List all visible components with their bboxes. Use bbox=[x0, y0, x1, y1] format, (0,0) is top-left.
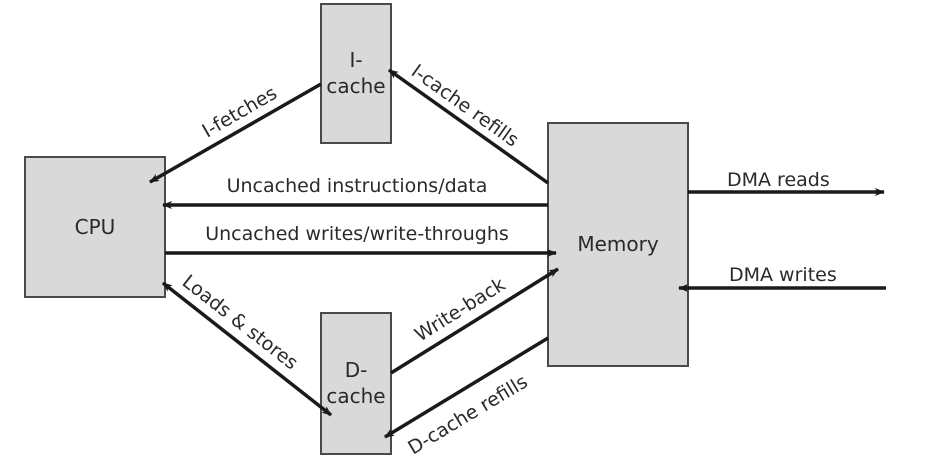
dcache-label-line2: cache bbox=[326, 384, 385, 408]
loads-stores-label: Loads & stores bbox=[178, 271, 302, 375]
dma-writes-label: DMA writes bbox=[729, 264, 837, 286]
dcache-refills-arrow bbox=[384, 336, 549, 439]
icache-refills-arrow bbox=[387, 68, 550, 185]
cpu-box bbox=[24, 156, 166, 298]
memory-label: Memory bbox=[577, 232, 659, 256]
icache-box bbox=[320, 3, 392, 144]
memory-node: Memory bbox=[547, 122, 689, 367]
icache-label-line1: I- bbox=[349, 48, 362, 72]
dma-reads-label: DMA reads bbox=[727, 169, 830, 191]
dcache-box bbox=[320, 312, 392, 455]
write-back-arrow bbox=[390, 267, 559, 375]
cpu-label: CPU bbox=[75, 215, 116, 239]
dcache-label-line1: D- bbox=[345, 358, 368, 382]
uncached-instructions-label: Uncached instructions/data bbox=[227, 175, 488, 197]
icache-node: I- cache bbox=[320, 3, 392, 144]
icache-refills-label: I-cache refills bbox=[407, 60, 523, 151]
icache-label-line2: cache bbox=[326, 74, 385, 98]
dcache-node: D- cache bbox=[320, 312, 392, 455]
ifetches-arrow bbox=[149, 82, 322, 184]
memory-box bbox=[547, 122, 689, 367]
cpu-node: CPU bbox=[24, 156, 166, 298]
loads-stores-arrow bbox=[161, 281, 333, 417]
uncached-writes-label: Uncached writes/write-throughs bbox=[205, 223, 509, 245]
